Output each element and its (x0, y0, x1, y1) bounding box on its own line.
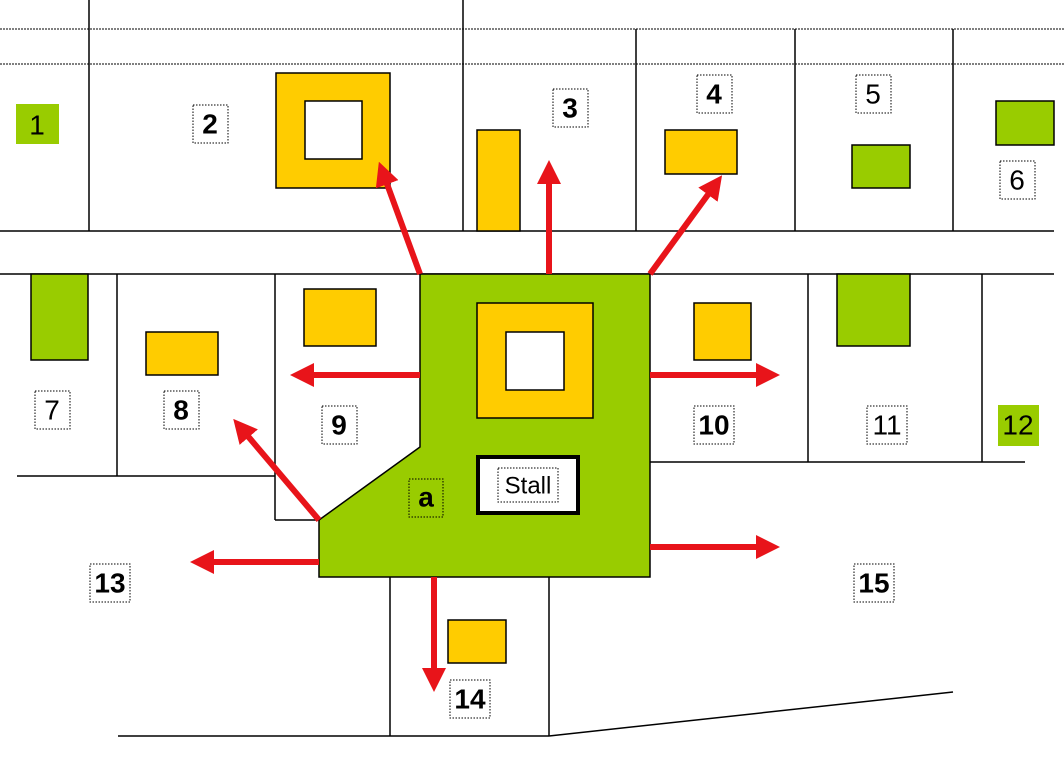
plot-label-3: 3 (562, 93, 578, 124)
building-plot-10 (693, 302, 752, 361)
building-plot-11 (836, 273, 911, 347)
access-arrows (190, 160, 780, 692)
plot-label-15: 15 (858, 568, 889, 599)
plot-label-8: 8 (173, 395, 189, 426)
plot-label-1: 1 (29, 110, 45, 141)
plot-label-2: 2 (202, 109, 218, 140)
plot-label-7: 7 (44, 395, 60, 426)
arrow-to-8 (233, 418, 322, 522)
plot-label-5: 5 (865, 79, 881, 110)
building-plot-7 (30, 273, 89, 361)
plot-label-6: 6 (1009, 165, 1025, 196)
arrow-to-4 (647, 175, 723, 276)
plot-label-9: 9 (331, 410, 347, 441)
area-label-a: a (418, 482, 434, 513)
stall-label: Stall (505, 473, 552, 500)
building-plot-14 (447, 619, 507, 664)
building-plot-6 (995, 100, 1055, 146)
building-plot-9 (303, 288, 377, 347)
plot-label-13: 13 (94, 568, 125, 599)
building-plot-3 (476, 129, 521, 232)
arrow-to-2 (375, 161, 423, 276)
plot-label-12: 12 (1002, 410, 1033, 441)
plot-label-10: 10 (698, 410, 729, 441)
buildings (30, 72, 1055, 664)
plot-label-4: 4 (706, 79, 722, 110)
plot-label-11: 11 (872, 410, 901, 441)
building-plot-4 (664, 129, 738, 175)
building-plot-5 (851, 144, 911, 189)
plot-label-14: 14 (454, 684, 486, 715)
labels: 1 2 3 4 5 6 7 8 9 10 11 12 13 14 15 a St… (16, 74, 1039, 719)
building-plot-8 (145, 331, 219, 376)
